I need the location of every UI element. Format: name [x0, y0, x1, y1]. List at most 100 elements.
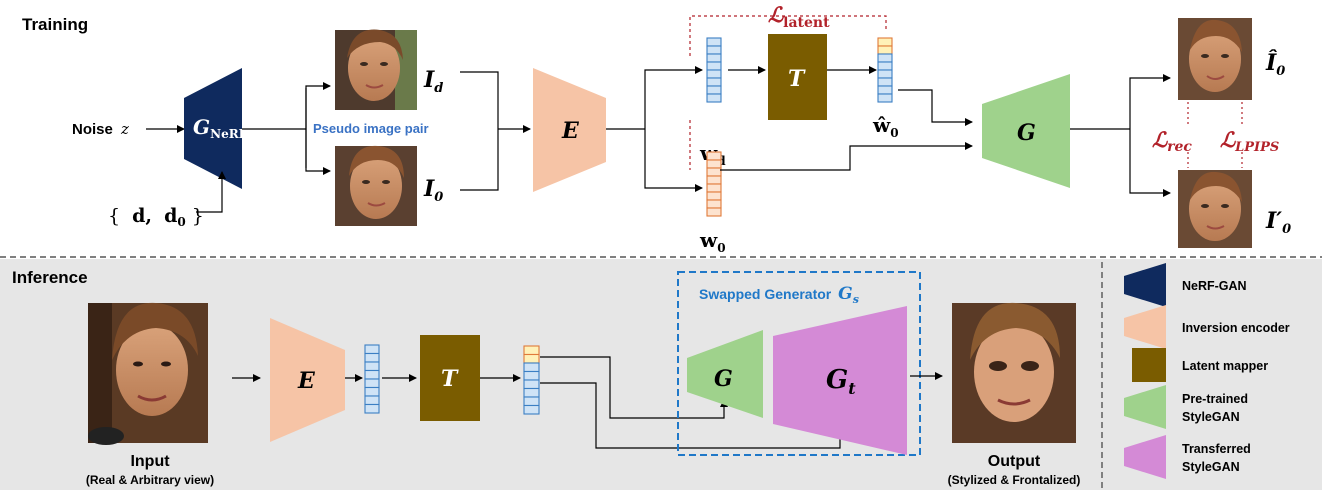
latent-cell — [706, 207, 722, 217]
inference-mapper-block — [420, 335, 480, 421]
legend-swatch — [1124, 385, 1166, 429]
latent-wd — [706, 37, 722, 103]
training-title: Training — [22, 15, 88, 34]
legend-swatch — [1124, 305, 1166, 349]
input-sublabel: (Real & Arbitrary view) — [86, 473, 214, 487]
latent-cell — [523, 353, 540, 364]
latent-cell — [877, 53, 893, 63]
inference-encoder-block — [270, 318, 345, 442]
face-output-prime — [1178, 170, 1252, 248]
loss-rec-label: ℒrec — [1152, 127, 1192, 155]
latent-cell — [523, 379, 540, 390]
training-mapper-block — [768, 34, 827, 120]
latent-cell — [523, 345, 540, 356]
face-image-i0 — [335, 145, 417, 226]
arrow-latent-to-g — [540, 356, 728, 419]
face-image-id — [335, 29, 417, 110]
latent-loss-bracket — [689, 15, 887, 56]
gnerf-label: GNeRF — [193, 115, 248, 141]
legend-label: StyleGAN — [1182, 460, 1240, 474]
latent-cell — [706, 85, 722, 95]
arrow-to-wd — [644, 66, 703, 129]
latent-cell — [523, 404, 540, 415]
latent-cell — [364, 369, 380, 380]
loss-label-bg — [1150, 124, 1290, 152]
legend-label: Transferred — [1182, 442, 1251, 456]
face-output-hat — [1178, 18, 1252, 100]
latent-cell — [706, 69, 722, 79]
latent-cell — [523, 370, 540, 381]
latent-cell — [706, 61, 722, 71]
swapped-generator-label: Swapped Generator Gs — [699, 284, 859, 306]
loss-latent-label: ℒlatent — [768, 2, 830, 31]
latent-cell — [706, 37, 722, 47]
latent-cell — [523, 387, 540, 398]
training-mapper-label: T — [788, 66, 806, 92]
inference-generator-label: G — [714, 366, 733, 392]
latent-cell — [523, 396, 540, 407]
directions-label: { d, d0 } — [108, 205, 204, 231]
latent-cell — [877, 37, 893, 47]
legend-label: Inversion encoder — [1182, 321, 1290, 335]
latent-cell — [706, 53, 722, 63]
latent-cell — [706, 191, 722, 201]
latent-cell — [706, 175, 722, 185]
inference-title: Inference — [12, 268, 88, 287]
w0hat-label: ŵ0 — [872, 113, 899, 140]
latent-cell — [706, 199, 722, 209]
latent-cell — [364, 386, 380, 397]
inference-latent-w — [364, 344, 380, 414]
latent-w0hat — [877, 37, 893, 103]
latent-cell — [706, 93, 722, 103]
arrow-to-out-hat — [1129, 74, 1171, 129]
latent-cell — [706, 159, 722, 169]
w0-label: w0 — [699, 228, 726, 255]
output-photo — [952, 302, 1076, 443]
latent-cell — [364, 361, 380, 372]
transferred-generator-block — [773, 306, 907, 455]
latent-cell — [706, 183, 722, 193]
training-encoder-label: E — [561, 118, 580, 144]
training-section: Training Noise z GNeRF { d, d0 } Pseudo … — [22, 2, 1291, 255]
swapped-generator-box — [677, 271, 921, 456]
arrow-to-w0 — [644, 129, 703, 192]
legend-label: Latent mapper — [1182, 359, 1268, 373]
inference-generator-block — [687, 330, 763, 418]
latent-cell — [364, 395, 380, 406]
latent-cell — [364, 378, 380, 389]
img-0-label: I0 — [423, 176, 443, 205]
latent-cell — [364, 352, 380, 363]
inference-mapper-label: T — [441, 366, 459, 392]
latent-cell — [877, 45, 893, 55]
inference-encoder-label: E — [297, 368, 316, 394]
loss-lpips-label: ℒLPIPS — [1220, 127, 1279, 155]
latent-cell — [364, 344, 380, 355]
gnerf-block — [184, 68, 242, 189]
input-photo — [88, 302, 208, 445]
latent-cell — [706, 151, 722, 161]
latent-cell — [877, 61, 893, 71]
noise-label: Noise z — [72, 120, 129, 138]
output-label: Output — [988, 453, 1041, 470]
arrow-w0hat-to-g — [898, 89, 973, 126]
pseudo-pair-label: Pseudo image pair — [313, 121, 429, 136]
legend-label: NeRF-GAN — [1182, 279, 1247, 293]
training-encoder-block — [533, 68, 606, 192]
connector-img-d-to-encoder — [460, 71, 499, 129]
legend-swatch — [1124, 435, 1166, 479]
latent-cell — [706, 45, 722, 55]
img-d-label: Id — [423, 67, 443, 96]
inference-latent-w0hat — [523, 345, 540, 415]
out-hat-label: Î0 — [1265, 49, 1285, 79]
training-generator-label: G — [1017, 120, 1036, 146]
arrow-directions-to-gnerf — [196, 171, 226, 213]
latent-cell — [706, 77, 722, 87]
legend-swatch — [1132, 348, 1166, 382]
inference-section: Inference Input (Real & Arbitrary view) … — [0, 259, 1322, 490]
out-prime-label: I′0 — [1265, 208, 1291, 237]
latent-cell — [877, 69, 893, 79]
connector-img-0-to-encoder — [460, 129, 499, 191]
legend-label: Pre-trained — [1182, 392, 1248, 406]
